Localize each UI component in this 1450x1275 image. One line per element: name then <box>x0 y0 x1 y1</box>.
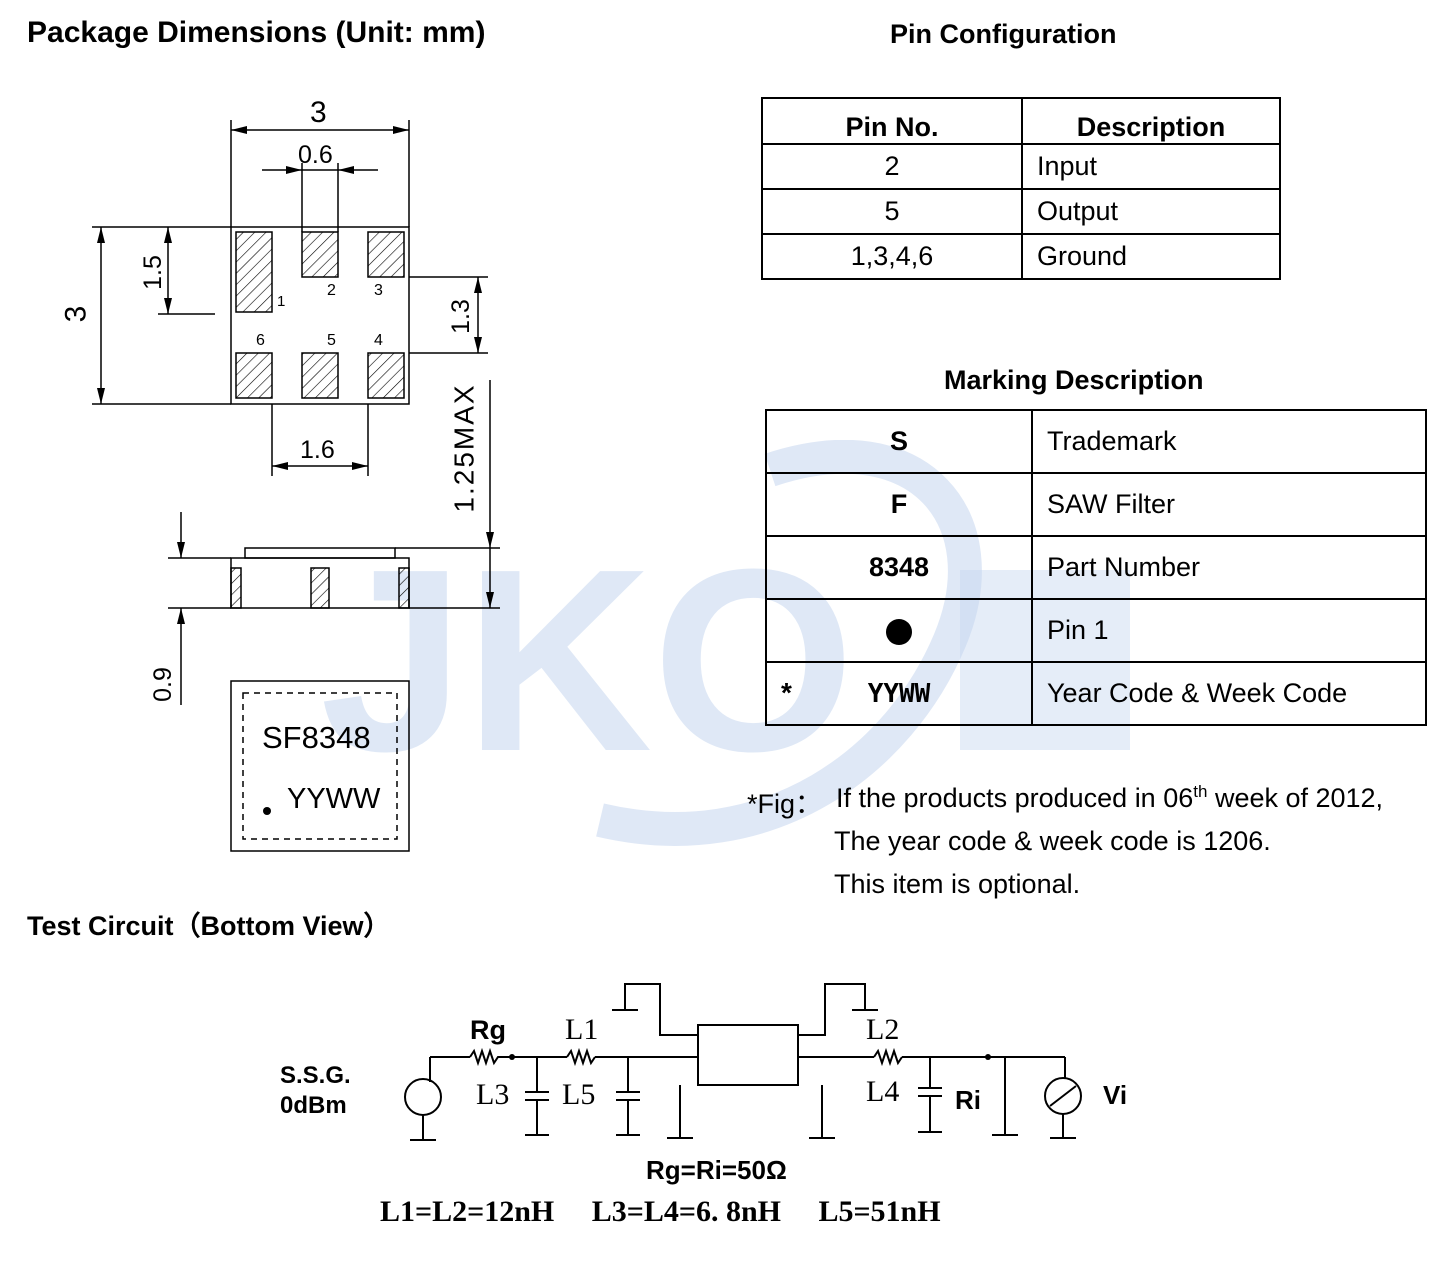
mark-desc-cell: SAW Filter <box>1031 472 1427 537</box>
mark-cell: 8348 <box>765 535 1033 600</box>
mark-cell: * YYWW <box>765 661 1033 726</box>
pad-5 <box>301 352 339 399</box>
dim-pad-height-label: 1.5 <box>138 255 167 290</box>
pin-desc-cell: Output <box>1021 188 1281 235</box>
pin-no-cell: 2 <box>761 143 1023 190</box>
package-drawing <box>92 120 500 852</box>
pin-table-header-row: Pin No. Description <box>761 97 1281 145</box>
table-row: Pin 1 <box>765 598 1427 663</box>
source-label-ssg: S.S.G. <box>280 1062 351 1089</box>
table-row: 1,3,4,6 Ground <box>761 233 1281 280</box>
equation-impedance: Rg=Ri=50Ω <box>646 1155 787 1185</box>
pin-number-6: 6 <box>256 332 265 349</box>
package-body-top-view <box>230 226 410 405</box>
dim-pad-pitch-label: 1.6 <box>300 436 335 464</box>
pad-3 <box>367 231 405 278</box>
pin-number-2: 2 <box>327 282 336 299</box>
label-l1: L1 <box>565 1013 599 1046</box>
note-line-1a: If the products produced in 06 <box>836 783 1194 813</box>
mark-desc-cell: Year Code & Week Code <box>1031 661 1427 726</box>
mark-cell: F <box>765 472 1033 537</box>
saw-filter-device <box>697 1024 799 1086</box>
dim-height-label: 3 <box>59 305 93 323</box>
package-dimensions-title: Package Dimensions (Unit: mm) <box>27 16 486 49</box>
table-row: F SAW Filter <box>765 472 1427 537</box>
note-prefix: *Fig： <box>747 789 823 819</box>
label-l4: L4 <box>866 1075 900 1108</box>
table-row: S Trademark <box>765 409 1427 474</box>
mark-desc-cell: Pin 1 <box>1031 598 1427 663</box>
mark-desc-cell: Trademark <box>1031 409 1427 474</box>
label-l3: L3 <box>476 1078 510 1111</box>
table-row: * YYWW Year Code & Week Code <box>765 661 1427 726</box>
marking-description-table: S Trademark F SAW Filter 8348 Part Numbe… <box>765 409 1427 726</box>
marking-description-title: Marking Description <box>944 365 1204 395</box>
table-row: 5 Output <box>761 188 1281 235</box>
pin-configuration-title: Pin Configuration <box>890 19 1117 49</box>
note-line-1-sup: th <box>1193 782 1208 801</box>
dim-pad-width-label: 0.6 <box>298 141 333 169</box>
pad-1 <box>235 231 273 313</box>
pin-desc-cell: Ground <box>1021 233 1281 280</box>
package-marking-view <box>230 680 410 852</box>
pad-4 <box>367 352 405 399</box>
pin-no-cell: 5 <box>761 188 1023 235</box>
note-line-1b: week of 2012, <box>1207 783 1384 813</box>
date-code-mark: YYWW <box>867 679 931 709</box>
note-line-2: The year code & week code is 1206. <box>834 826 1271 856</box>
test-circuit-diagram <box>404 983 1082 1141</box>
marking-date-code: YYWW <box>287 783 381 815</box>
note-line-3: This item is optional. <box>834 869 1081 899</box>
pin-no-cell: 1,3,4,6 <box>761 233 1023 280</box>
pin-number-4: 4 <box>374 332 383 349</box>
pin-configuration-table: Pin No. Description 2 Input 5 Output 1,3… <box>761 97 1281 280</box>
source-label-level: 0dBm <box>280 1092 347 1119</box>
label-ri: Ri <box>955 1085 981 1115</box>
pin-no-header: Pin No. <box>761 97 1023 145</box>
table-row: 2 Input <box>761 143 1281 190</box>
asterisk-mark: * <box>781 677 792 708</box>
dim-base-height-label: 0.9 <box>148 667 177 702</box>
equation-inductors: L1=L2=12nH L3=L4=6. 8nH L5=51nH <box>380 1195 941 1228</box>
marking-part-number: SF8348 <box>262 720 371 755</box>
pin-number-3: 3 <box>374 282 383 299</box>
pin-number-1: 1 <box>277 293 286 310</box>
pin-number-5: 5 <box>327 332 336 349</box>
mark-cell <box>765 598 1033 663</box>
label-rg: Rg <box>470 1015 506 1045</box>
label-l2: L2 <box>866 1013 900 1046</box>
pad-2 <box>301 231 339 278</box>
dim-max-height-label: 1.25MAX <box>448 383 480 513</box>
description-header: Description <box>1021 97 1281 145</box>
table-row: 8348 Part Number <box>765 535 1427 600</box>
mark-cell: S <box>765 409 1033 474</box>
note-line-1: If the products produced in 06th week of… <box>836 782 1383 814</box>
label-vi: Vi <box>1103 1080 1128 1110</box>
mark-desc-cell: Part Number <box>1031 535 1427 600</box>
label-l5: L5 <box>562 1078 596 1111</box>
test-circuit-title: Test Circuit（Bottom View） <box>27 911 391 941</box>
pin-desc-cell: Input <box>1021 143 1281 190</box>
dim-pad-gap-label: 1.3 <box>446 299 475 334</box>
pin1-dot-icon <box>886 618 912 645</box>
dim-width-label: 3 <box>310 96 327 129</box>
pad-6 <box>235 352 273 399</box>
